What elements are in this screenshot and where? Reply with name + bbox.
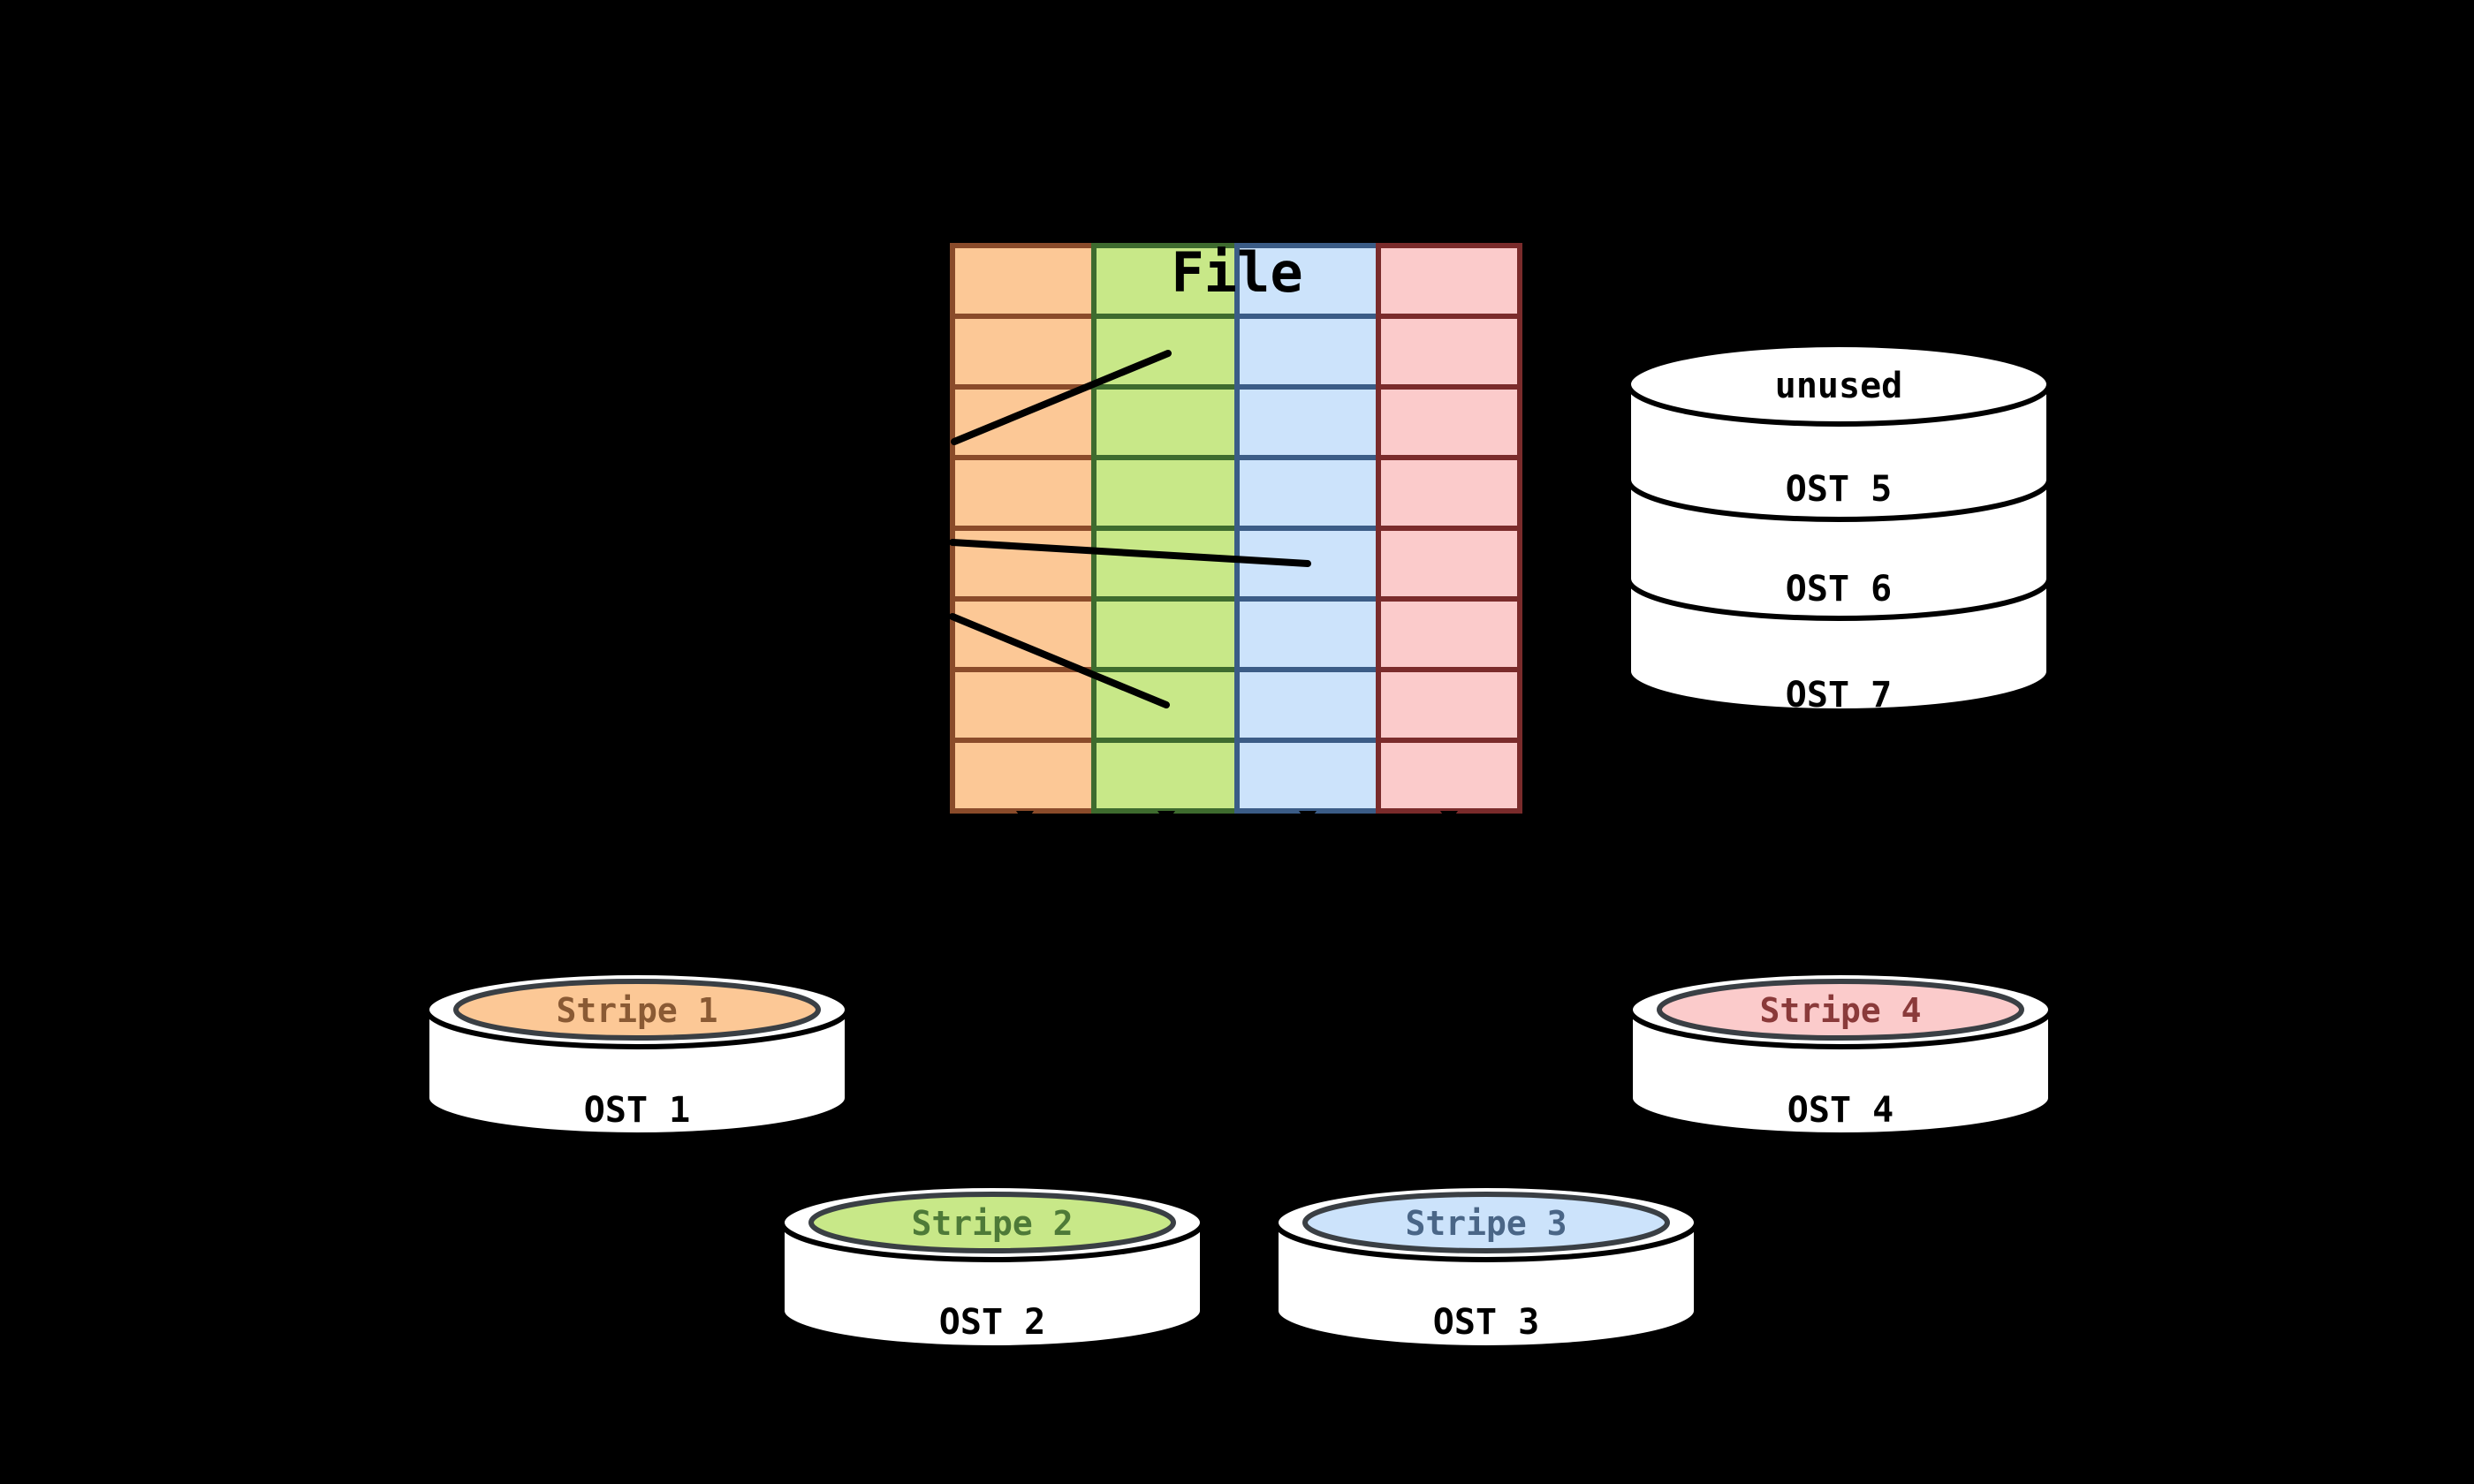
unused-label: unused: [1775, 366, 1903, 406]
ost7-label: OST 7: [1786, 675, 1892, 716]
stripe-connector-1: [951, 350, 1172, 445]
grid-column-stripe-4: [1376, 243, 1522, 814]
stack-top-ellipse: [1626, 342, 2052, 427]
grid-column-stripe-2: [1091, 243, 1240, 814]
ost-4-label: OST 4: [1787, 1090, 1893, 1131]
ost-4-cylinder: Stripe 4 OST 4: [1628, 970, 2053, 1138]
ost-3-cylinder: Stripe 3 OST 3: [1273, 1183, 1699, 1351]
ost-2-stripe-label: Stripe 2: [911, 1204, 1073, 1243]
ost-3-stripe-ellipse: [1302, 1192, 1670, 1253]
ost-1-stripe-ellipse: [453, 979, 821, 1041]
stripe-connector-3: [949, 613, 1170, 708]
stack-divider-1: [1626, 479, 2052, 522]
ost-4-stripe-ellipse: [1657, 979, 2024, 1041]
file-block-grid: File: [950, 240, 1522, 823]
grid-column-stripe-3: [1234, 243, 1381, 814]
ost-4-stripe-label: Stripe 4: [1759, 991, 1921, 1030]
ost6-label: OST 6: [1786, 569, 1892, 610]
stripe-connector-2: [949, 539, 1311, 567]
ost-2-label: OST 2: [939, 1302, 1045, 1343]
ost-1-stripe-label: Stripe 1: [556, 991, 717, 1030]
ost-3-stripe-label: Stripe 3: [1405, 1204, 1567, 1243]
file-title-label: File: [1171, 240, 1302, 305]
ost-1-label: OST 1: [584, 1090, 690, 1131]
stack-divider-2: [1626, 578, 2052, 621]
grid-column-stripe-1: [950, 243, 1097, 814]
ost-2-stripe-ellipse: [808, 1192, 1176, 1253]
stripe-connector-lines: [949, 350, 1311, 708]
unused-ost-stack: unused OST 5 OST 6 OST 7: [1626, 342, 2052, 716]
ost-2-cylinder: Stripe 2 OST 2: [779, 1183, 1205, 1351]
ost-3-label: OST 3: [1433, 1302, 1539, 1343]
column-arrow-tips: [1016, 811, 1458, 823]
ost5-label: OST 5: [1786, 469, 1892, 510]
ost-1-cylinder: Stripe 1 OST 1: [424, 970, 850, 1138]
